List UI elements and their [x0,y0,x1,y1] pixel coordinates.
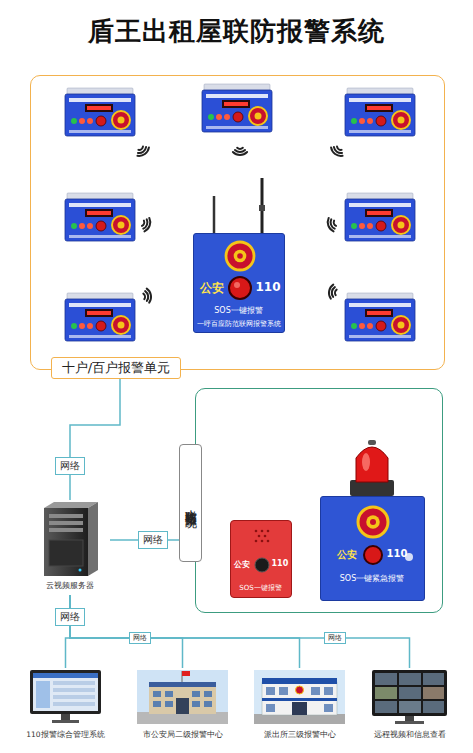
node-artwork [18,668,113,726]
device-number: 110 [387,548,408,559]
antennas [214,178,265,234]
device-text: 公安 [200,280,224,297]
node-caption: 110报警综合管理系统 [18,730,113,740]
siren [350,440,394,496]
edge-label: 网络 [55,457,85,475]
wifi-icon [326,217,338,233]
node-artwork [321,497,426,602]
cloud-video-server: 云视频服务器 [30,500,110,595]
red-sos-device: 公安 110SOS一键报警 [230,520,292,598]
device-subcaption: 一呼百应防范联网报警系统 [194,319,284,329]
central-alarm-host: 公安 110SOS一键报警一呼百应防范联网报警系统 [193,233,285,333]
device-number: 110 [256,280,281,294]
diagram-title: 盾王出租屋联防报警系统 [0,14,473,49]
node-illustration [30,500,110,595]
station-alarm-center: 派出所三级报警中心 [252,668,347,746]
node-artwork [30,500,110,578]
blue-sos-alarm: 公安 110SOS一键紧急报警 [320,496,425,601]
node-artwork [252,668,347,726]
network-line [70,595,410,668]
node-artwork [135,668,230,726]
node-artwork [362,668,457,726]
device-caption: SOS一键紧急报警 [321,573,424,584]
alarm-unit [65,88,135,136]
alarm-unit [345,293,415,341]
network-line [70,370,120,500]
management-system: 110报警综合管理系统 [18,668,113,746]
device-caption: SOS一键报警 [231,583,291,593]
wireless-signals [135,144,345,303]
group-heading: 大联防报警系统 [179,444,202,562]
device-number: 110 [272,559,289,568]
alarm-unit-group: 十户/百户报警单元公安110SOS一键报警一呼百应防范联网报警系统 [30,75,445,370]
node-caption: 派出所三级报警中心 [252,730,347,740]
wifi-icon [233,148,247,155]
node-caption: 远程视频和信息查看 [362,730,457,740]
device-text: 公安 [234,559,250,570]
node-caption: 云视频服务器 [30,580,110,591]
edge-label: 网络 [55,608,85,626]
network-label: 网络 [324,632,346,644]
alarm-units [65,84,415,341]
alarm-unit [345,88,415,136]
alarm-unit [65,293,135,341]
remote-video-view: 远程视频和信息查看 [362,668,457,746]
wifi-icon [329,144,345,158]
wifi-icon [135,144,151,158]
joint-defense-group: 大联防报警系统公安110SOS一键报警公安110SOS一键紧急报警 [195,388,443,613]
wifi-icon [143,288,153,303]
alarm-unit [202,84,272,132]
edge-label: 网络 [138,531,168,549]
alarm-unit [65,193,135,241]
device-caption: SOS一键报警 [194,305,284,316]
alarm-unit [345,193,415,241]
network-line [70,595,300,668]
node-illustration [321,497,424,600]
antenna [213,196,216,234]
siren-dome [356,447,388,482]
group-heading: 十户/百户报警单元 [51,357,181,379]
siren-cap [368,440,376,445]
network-label: 网络 [129,632,151,644]
city-alarm-center: 市公安局二级报警中心 [135,668,230,746]
wifi-icon [328,284,338,299]
node-caption: 市公安局二级报警中心 [135,730,230,740]
siren-highlight [362,453,370,471]
wifi-icon [141,217,153,233]
device-text: 公安 [337,548,357,562]
network-line [70,595,183,668]
antenna-joint [259,205,265,211]
